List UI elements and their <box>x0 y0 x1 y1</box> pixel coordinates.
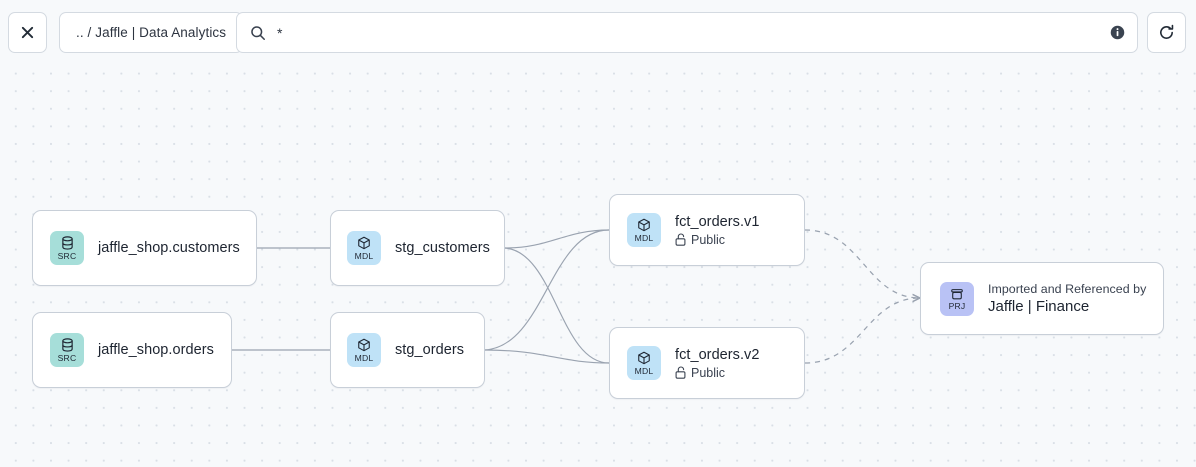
node-body: jaffle_shop.orders <box>98 342 214 358</box>
node-body: stg_orders <box>395 342 464 358</box>
badge-mdl: MDL <box>347 231 381 265</box>
node-stg-customers[interactable]: MDL stg_customers <box>330 210 505 286</box>
refresh-button[interactable] <box>1147 12 1186 53</box>
node-body: Imported and Referenced by Jaffle | Fina… <box>988 282 1146 315</box>
search-icon <box>251 25 265 40</box>
node-body: jaffle_shop.customers <box>98 240 240 256</box>
node-title: stg_customers <box>395 240 490 256</box>
badge-src: SRC <box>50 333 84 367</box>
refresh-icon <box>1160 24 1174 39</box>
cube-icon <box>637 351 651 366</box>
toolbar: .. / Jaffle | Data Analytics <box>0 0 1196 64</box>
node-body: fct_orders.v2 Public <box>675 347 759 380</box>
badge-label: SRC <box>57 250 77 261</box>
node-title: jaffle_shop.orders <box>98 342 214 358</box>
database-icon <box>61 338 74 353</box>
close-icon <box>21 26 34 39</box>
badge-label: MDL <box>354 352 374 363</box>
search-bar[interactable] <box>236 12 1138 53</box>
edge-v2-to-project <box>804 298 920 364</box>
badge-mdl: MDL <box>627 213 661 247</box>
archive-box-icon <box>950 286 964 301</box>
search-input[interactable] <box>277 24 1110 41</box>
info-icon[interactable] <box>1110 25 1125 40</box>
badge-label: SRC <box>57 352 77 363</box>
node-visibility-label: Public <box>691 232 726 247</box>
unlock-icon <box>675 366 686 379</box>
edge-stgorders-to-v2 <box>484 349 610 364</box>
node-title: stg_orders <box>395 342 465 358</box>
edge-v1-to-project <box>804 229 920 298</box>
badge-label: MDL <box>354 250 374 261</box>
database-icon <box>61 236 74 251</box>
node-title: fct_orders.v2 <box>675 346 760 363</box>
node-jaffle-shop-orders[interactable]: SRC jaffle_shop.orders <box>32 312 232 388</box>
node-jaffle-shop-customers[interactable]: SRC jaffle_shop.customers <box>32 210 257 286</box>
badge-label: MDL <box>634 232 654 243</box>
node-visibility: Public <box>675 233 759 247</box>
node-title: jaffle_shop.customers <box>98 240 240 256</box>
node-body: fct_orders.v1 Public <box>675 214 759 247</box>
badge-src: SRC <box>50 231 84 265</box>
node-jaffle-finance-project[interactable]: PRJ Imported and Referenced by Jaffle | … <box>920 262 1164 335</box>
node-body: stg_customers <box>395 240 490 256</box>
badge-mdl: MDL <box>627 346 661 380</box>
node-visibility: Public <box>675 366 759 380</box>
badge-label: PRJ <box>948 301 966 311</box>
node-visibility-label: Public <box>691 365 726 380</box>
edge-stgcustomers-to-v2 <box>504 247 610 364</box>
cube-icon <box>637 218 651 233</box>
node-fct-orders-v2[interactable]: MDL fct_orders.v2 Public <box>609 327 805 399</box>
node-kicker: Imported and Referenced by <box>988 282 1147 296</box>
node-stg-orders[interactable]: MDL stg_orders <box>330 312 485 388</box>
breadcrumb[interactable]: .. / Jaffle | Data Analytics <box>59 12 244 53</box>
node-title: fct_orders.v1 <box>675 213 760 230</box>
breadcrumb-label: .. / Jaffle | Data Analytics <box>76 25 227 40</box>
unlock-icon <box>675 233 686 246</box>
edge-stgcustomers-to-v1 <box>504 229 610 249</box>
badge-label: MDL <box>634 365 654 376</box>
node-fct-orders-v1[interactable]: MDL fct_orders.v1 Public <box>609 194 805 266</box>
cube-icon <box>357 236 371 251</box>
close-button[interactable] <box>8 12 47 53</box>
node-title: Jaffle | Finance <box>988 298 1090 315</box>
badge-prj: PRJ <box>940 281 974 316</box>
cube-icon <box>357 338 371 353</box>
badge-mdl: MDL <box>347 333 381 367</box>
